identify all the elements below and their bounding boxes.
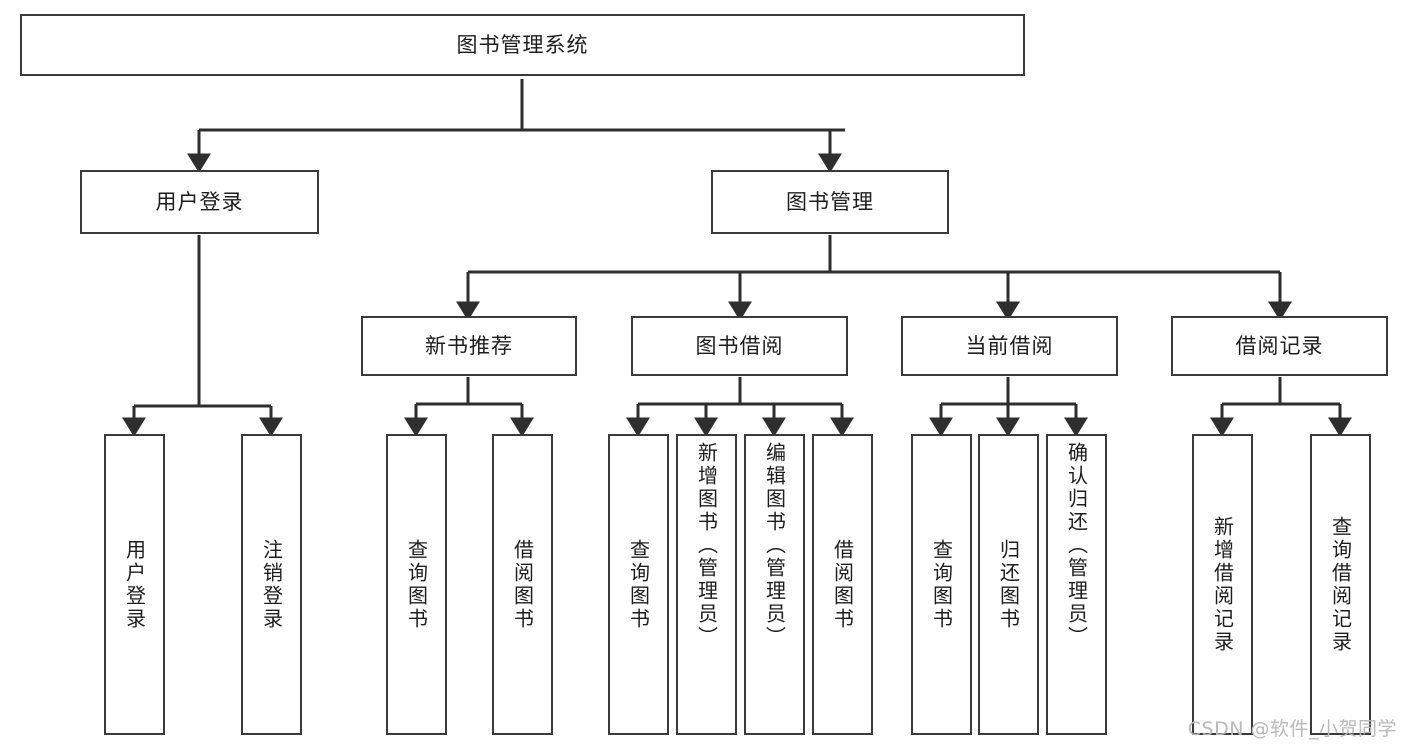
node-new-book-recommend[interactable]: 新书推荐 — [361, 316, 577, 376]
leaf-recommend-query-book-label: 查询图书 — [404, 538, 429, 631]
node-user-login-label: 用户登录 — [155, 189, 244, 214]
node-root[interactable]: 图书管理系统 — [20, 14, 1025, 76]
watermark-text: CSDN @软件_小贺同学 — [1187, 718, 1397, 740]
leaf-recommend-borrow-book[interactable]: 借阅图书 — [492, 434, 553, 735]
leaf-recommend-borrow-book-label: 借阅图书 — [510, 538, 535, 631]
leaf-user-logout-label: 注销登录 — [259, 538, 284, 631]
leaf-current-query-book[interactable]: 查询图书 — [911, 434, 972, 735]
node-user-login[interactable]: 用户登录 — [80, 170, 319, 234]
leaf-borrow-borrow-book-label: 借阅图书 — [830, 538, 855, 631]
leaf-record-add-record[interactable]: 新增借阅记录 — [1192, 434, 1253, 735]
leaf-borrow-edit-book-label: 编辑图书（管理员） — [762, 442, 787, 649]
node-book-borrow[interactable]: 图书借阅 — [631, 316, 848, 376]
leaf-record-query-record-label: 查询借阅记录 — [1328, 515, 1353, 654]
node-current-borrow[interactable]: 当前借阅 — [901, 316, 1118, 376]
node-book-borrow-label: 图书借阅 — [695, 333, 784, 358]
leaf-borrow-query-book[interactable]: 查询图书 — [608, 434, 669, 735]
leaf-user-login[interactable]: 用户登录 — [104, 434, 165, 735]
leaf-current-return-book-label: 归还图书 — [996, 538, 1021, 631]
leaf-record-query-record[interactable]: 查询借阅记录 — [1310, 434, 1371, 735]
node-new-book-recommend-label: 新书推荐 — [425, 333, 513, 358]
node-borrow-record-label: 借阅记录 — [1235, 333, 1324, 358]
leaf-borrow-edit-book[interactable]: 编辑图书（管理员） — [744, 434, 805, 735]
node-root-label: 图书管理系统 — [456, 32, 589, 57]
node-borrow-record[interactable]: 借阅记录 — [1171, 316, 1388, 376]
leaf-borrow-add-book-label: 新增图书（管理员） — [694, 442, 719, 649]
leaf-current-confirm-return[interactable]: 确认归还（管理员） — [1046, 434, 1107, 735]
node-book-management-label: 图书管理 — [786, 189, 874, 214]
leaf-user-logout[interactable]: 注销登录 — [241, 434, 302, 735]
leaf-recommend-query-book[interactable]: 查询图书 — [386, 434, 447, 735]
leaf-user-login-label: 用户登录 — [122, 538, 147, 631]
leaf-borrow-add-book[interactable]: 新增图书（管理员） — [676, 434, 737, 735]
leaf-current-return-book[interactable]: 归还图书 — [978, 434, 1039, 735]
leaf-borrow-query-book-label: 查询图书 — [626, 538, 651, 631]
leaf-record-add-record-label: 新增借阅记录 — [1210, 515, 1235, 654]
node-current-borrow-label: 当前借阅 — [965, 333, 1054, 358]
node-book-management[interactable]: 图书管理 — [711, 170, 949, 234]
leaf-current-confirm-return-label: 确认归还（管理员） — [1064, 442, 1089, 649]
leaf-borrow-borrow-book[interactable]: 借阅图书 — [812, 434, 873, 735]
leaf-current-query-book-label: 查询图书 — [929, 538, 954, 631]
